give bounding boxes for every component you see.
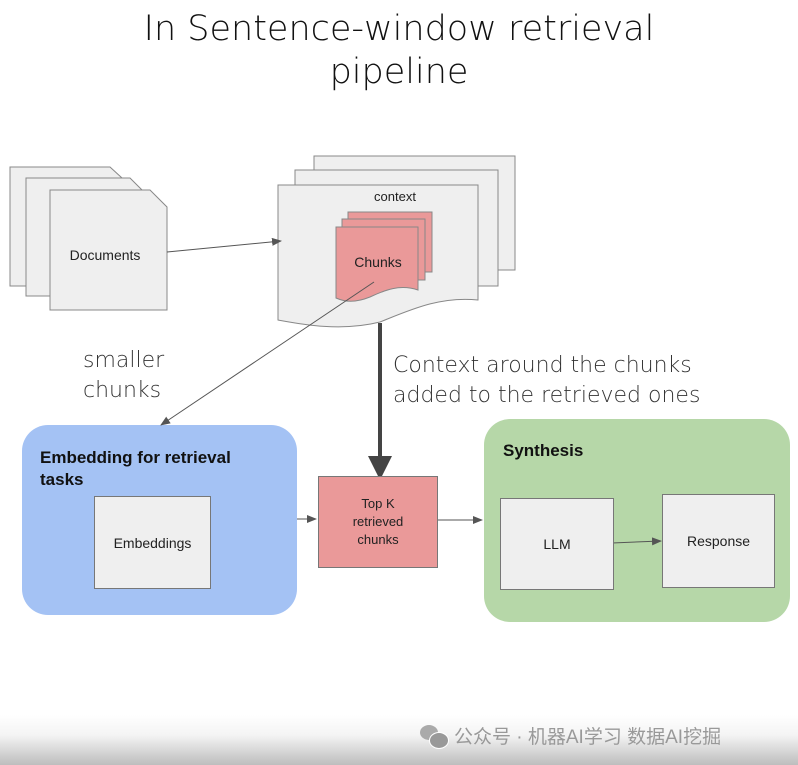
llm-to-response-arrow <box>611 537 662 546</box>
documents-label: Documents <box>69 247 141 263</box>
footer-bar <box>0 715 798 765</box>
response-box: Response <box>662 494 775 588</box>
llm-box: LLM <box>500 498 614 590</box>
documents-to-context-arrow <box>166 237 282 253</box>
embeddings-box: Embeddings <box>94 496 211 589</box>
documents-stack <box>9 166 168 311</box>
chunks-label: Chunks <box>354 254 402 270</box>
chunks-to-embedding-arrow <box>160 281 375 426</box>
watermark: 公众号 · 机器AI学习 数据AI挖掘 <box>420 722 721 749</box>
wechat-icon <box>420 724 449 749</box>
context-label: context <box>374 189 416 204</box>
synthesis-group-title: Synthesis <box>503 441 584 460</box>
chunks-stack <box>335 211 433 302</box>
